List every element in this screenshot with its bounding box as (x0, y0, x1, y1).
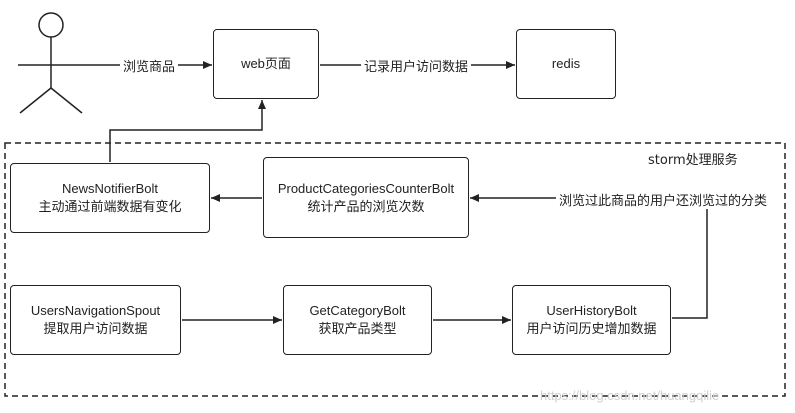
edge-label-browse: 浏览商品 (120, 56, 179, 75)
storm-group-boundary (4, 142, 786, 397)
person-icon (18, 12, 86, 114)
product-counter-bolt-node: ProductCategoriesCounterBolt 统计产品的浏览次数 (263, 157, 469, 238)
news-notifier-desc: 主动通过前端数据有变化 (38, 199, 182, 214)
user-history-bolt-node: UserHistoryBolt 用户访问历史增加数据 (512, 285, 671, 355)
users-navigation-spout-node: UsersNavigationSpout 提取用户访问数据 (10, 285, 181, 355)
news-notifier-title: NewsNotifierBolt (61, 181, 159, 196)
get-category-bolt-node: GetCategoryBolt 获取产品类型 (283, 285, 432, 355)
nav-spout-desc: 提取用户访问数据 (43, 321, 148, 336)
nav-spout-title: UsersNavigationSpout (30, 303, 161, 318)
web-page-label: web页面 (241, 56, 291, 71)
user-history-desc: 用户访问历史增加数据 (526, 321, 657, 336)
get-category-title: GetCategoryBolt (309, 303, 406, 318)
product-counter-title: ProductCategoriesCounterBolt (277, 180, 455, 196)
redis-node: redis (516, 29, 616, 99)
news-notifier-bolt-node: NewsNotifierBolt 主动通过前端数据有变化 (10, 163, 210, 233)
redis-label: redis (551, 56, 581, 71)
storm-group-label: storm处理服务 (648, 153, 738, 168)
edge-notify-web (109, 100, 266, 162)
web-page-node: web页面 (213, 29, 319, 99)
edge-label-viewed: 浏览过此商品的用户还浏览过的分类 (556, 190, 771, 209)
watermark: https://blog.csdn.net/huangqilie (540, 388, 720, 403)
user-history-title: UserHistoryBolt (546, 303, 637, 318)
edge-label-record: 记录用户访问数据 (361, 56, 472, 75)
get-category-desc: 获取产品类型 (318, 321, 397, 336)
product-counter-desc: 统计产品的浏览次数 (307, 198, 425, 214)
